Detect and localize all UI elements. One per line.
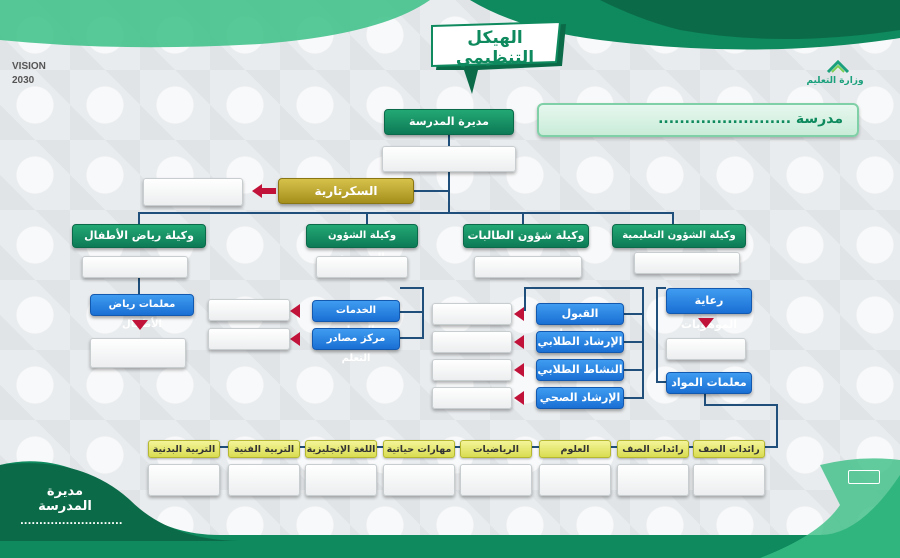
- services-field: [208, 299, 290, 321]
- connector: [776, 404, 778, 448]
- subject-header: الرياضيات: [460, 440, 532, 458]
- connector: [400, 287, 424, 289]
- connector: [524, 287, 526, 311]
- subject-teacher-field: [305, 464, 377, 496]
- title-ribbon: الهيكل التنظيمي: [428, 22, 570, 94]
- subject-header: التربية البدنية: [148, 440, 220, 458]
- arrow-down-icon: [698, 318, 714, 328]
- arrow-shaft: [262, 188, 276, 194]
- book-icon: [826, 59, 850, 74]
- arrow-left-icon: [514, 335, 524, 349]
- subject-teacher-field: [693, 464, 765, 496]
- secretary-box: السكرتارية: [278, 178, 414, 204]
- principal-box: مديرة المدرسة: [384, 109, 514, 135]
- subject-header: التربية الفنية: [228, 440, 300, 458]
- arrow-left-icon: [290, 304, 300, 318]
- school-name-banner: مدرسة .........................: [537, 103, 859, 137]
- page-title: الهيكل التنظيمي: [455, 28, 535, 68]
- connector: [138, 276, 140, 294]
- connector: [624, 313, 644, 315]
- school-affairs-deputy-name-field: [316, 256, 408, 278]
- arrow-left-icon: [252, 184, 262, 198]
- connector: [624, 397, 644, 399]
- subject-teacher-field: [383, 464, 455, 496]
- gifted-care-box: رعاية الموهوبات: [666, 288, 752, 331]
- footer-signature: مديرة المدرسة ..........................…: [20, 484, 123, 527]
- connector: [624, 341, 644, 343]
- subject-teacher-field: [617, 464, 689, 496]
- subject-header: رائدات الصف: [617, 440, 689, 458]
- student-affairs-deputy-name-field: [474, 256, 582, 278]
- vision-2030-logo: VISION 2030: [12, 61, 46, 86]
- student-activity-box: النشاط الطلابي: [536, 359, 624, 381]
- health-guidance-field: [432, 387, 512, 409]
- subject-teacher-field: [539, 464, 611, 496]
- student-affairs-deputy-box: وكيلة شؤون الطالبات: [463, 224, 589, 248]
- subject-header: اللغة الإنجليزية: [305, 440, 377, 458]
- subject-header: رائدات الصف: [693, 440, 765, 458]
- connector: [656, 287, 666, 289]
- educational-affairs-deputy-box: وكيلة الشؤون التعليمية: [612, 224, 746, 248]
- gifted-care-field: [666, 338, 746, 360]
- connector: [422, 287, 424, 339]
- educational-affairs-deputy-name-field: [634, 252, 740, 274]
- connector: [366, 212, 368, 224]
- arrow-down-icon: [132, 320, 148, 330]
- student-guidance-box: الإرشاد الطلابي: [536, 331, 624, 353]
- health-guidance-box: الإرشاد الصحي: [536, 387, 624, 409]
- connector: [448, 134, 450, 214]
- subject-teacher-field: [228, 464, 300, 496]
- admission-field: [432, 303, 512, 325]
- kindergarten-deputy-name-field: [82, 256, 188, 278]
- connector: [642, 287, 644, 399]
- connector: [704, 392, 706, 406]
- connector: [400, 337, 424, 339]
- arrow-left-icon: [514, 307, 524, 321]
- subject-teacher-field: [148, 464, 220, 496]
- kindergarten-deputy-box: وكيلة رياض الأطفال: [72, 224, 206, 248]
- connector: [656, 381, 666, 383]
- subject-header: مهارات حياتية: [383, 440, 455, 458]
- services-box: الخدمات والمساندة: [312, 300, 400, 336]
- connector: [522, 212, 524, 224]
- arrow-left-icon: [514, 391, 524, 405]
- principal-name-field: [382, 146, 516, 172]
- connector: [400, 311, 424, 313]
- learning-center-field: [208, 328, 290, 350]
- subject-header: العلوم: [539, 440, 611, 458]
- connector: [138, 212, 140, 224]
- school-affairs-deputy-box: وكيلة الشؤون المدرسية: [306, 224, 418, 263]
- student-activity-field: [432, 359, 512, 381]
- student-guidance-field: [432, 331, 512, 353]
- connector: [656, 287, 658, 383]
- connector: [672, 212, 674, 224]
- connector: [410, 190, 450, 192]
- ministry-logo: وزارة التعليم: [800, 58, 870, 94]
- admission-box: القبول والتسجيل: [536, 303, 624, 340]
- footer-logo-icon: [848, 470, 880, 484]
- subject-teacher-field: [460, 464, 532, 496]
- connector: [138, 212, 674, 214]
- learning-center-box: مركز مصادر التعلم: [312, 328, 400, 364]
- connector: [624, 369, 644, 371]
- arrow-left-icon: [514, 363, 524, 377]
- kindergarten-teachers-field: [90, 338, 186, 368]
- connector: [704, 404, 778, 406]
- top-band: [0, 0, 900, 50]
- connector: [524, 287, 644, 289]
- secretary-name-field: [143, 178, 243, 206]
- kindergarten-teachers-box: معلمات رياض الأطفال: [90, 294, 194, 330]
- arrow-left-icon: [290, 332, 300, 346]
- subject-teachers-box: معلمات المواد: [666, 372, 752, 394]
